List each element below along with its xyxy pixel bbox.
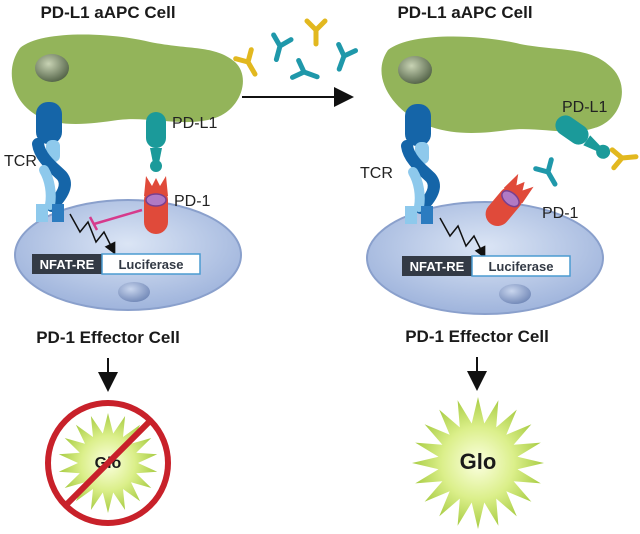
left-pd1-label: PD-1 — [174, 193, 211, 210]
no-signal-icon — [45, 400, 171, 526]
left-nfat-box — [32, 254, 102, 274]
right-nfat-label: NFAT-RE — [410, 259, 465, 274]
right-pd1-label: PD-1 — [542, 205, 579, 222]
free-antibodies — [236, 21, 356, 85]
right-luciferase-label: Luciferase — [488, 259, 553, 274]
right-apc-cell — [381, 36, 622, 133]
left-pdl1-label: PD-L1 — [172, 115, 217, 132]
right-nfat-box — [402, 256, 472, 276]
right-luciferase-box — [471, 255, 571, 277]
right-apc-nucleus — [398, 56, 432, 84]
left-apc-cell — [11, 34, 243, 124]
left-tcr-label: TCR — [4, 153, 37, 170]
left-bottom-title: PD-1 Effector Cell — [36, 328, 180, 347]
right-pdl1 — [555, 115, 611, 159]
right-pd1-antibody — [536, 160, 563, 189]
left-top-title: PD-L1 aAPC Cell — [40, 3, 175, 22]
right-pdl1-antibody — [612, 148, 636, 168]
left-pd1 — [144, 176, 168, 234]
right-tcr — [401, 104, 440, 224]
right-tcr-label: TCR — [360, 165, 393, 182]
left-pdl1 — [146, 112, 166, 172]
left-effector-nucleus — [118, 282, 150, 302]
left-tcr — [32, 102, 71, 222]
right-pdl1-label: PD-L1 — [562, 99, 607, 116]
left-apc-nucleus — [35, 54, 69, 82]
right-bottom-title: PD-1 Effector Cell — [405, 327, 549, 346]
right-glo-starburst — [412, 397, 544, 529]
left-inhibition-line — [88, 208, 143, 231]
left-nfat-label: NFAT-RE — [40, 257, 95, 272]
left-luciferase-label: Luciferase — [118, 257, 183, 272]
left-signal-arrow — [69, 213, 116, 255]
left-luciferase-box — [101, 253, 201, 275]
right-glo-label: Glo — [460, 449, 497, 474]
right-signal-arrow — [439, 217, 486, 259]
right-effector-nucleus — [499, 284, 531, 304]
right-pd1 — [485, 173, 534, 227]
right-top-title: PD-L1 aAPC Cell — [397, 3, 532, 22]
